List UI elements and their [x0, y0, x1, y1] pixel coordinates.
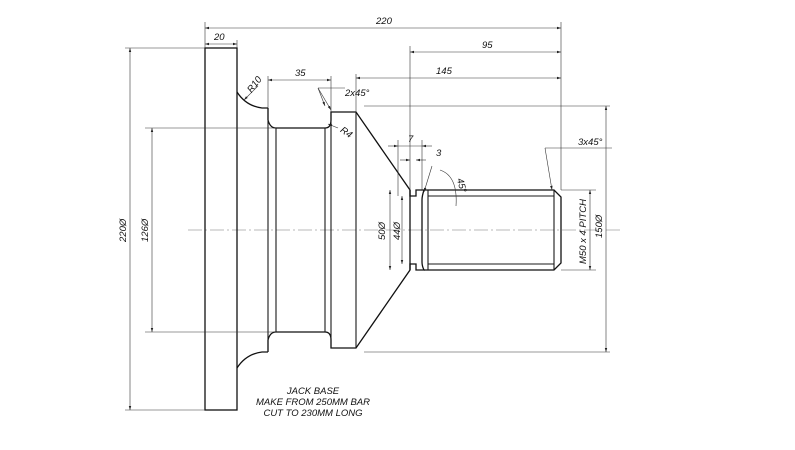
flange-fillet-bottom: [236, 351, 268, 369]
note-title: JACK BASE: [286, 386, 340, 397]
dim-groove-dia: 126Ø: [140, 218, 151, 242]
dim-end-chamfer: 3x45°: [578, 137, 603, 148]
dim-chamfer-cone: 2x45°: [344, 88, 370, 99]
leader-chamfer-cone: [317, 87, 332, 111]
leader-chamfer-cone-2: [317, 87, 326, 107]
dim-groove-width: 35: [295, 68, 306, 79]
dim-thread: M50 x 4 PITCH: [578, 199, 589, 264]
flange-outline: [204, 47, 238, 411]
spigot-outline: [409, 189, 426, 271]
flange-fillet-top: [236, 91, 268, 109]
dim-spigot-dia: 50Ø: [377, 221, 388, 240]
body-outline: [267, 108, 411, 352]
dim-spigot-length: 95: [482, 40, 493, 51]
dim-undercut-width: 7: [408, 134, 414, 145]
note-cut-length: CUT TO 230MM LONG: [263, 408, 362, 419]
dim-body-dia: 150Ø: [594, 214, 605, 238]
dim-undercut-dia: 44Ø: [392, 221, 403, 240]
note-material: MAKE FROM 250MM BAR: [256, 397, 370, 408]
thread-outline: [424, 189, 562, 271]
leader-r10: [243, 85, 259, 101]
leader-r4: [327, 123, 339, 129]
leader-end-chamfer: [544, 147, 553, 191]
dim-cone-to-end: 145: [436, 66, 453, 77]
dim-angle-arc: [439, 169, 457, 207]
dim-flange-dia: 220Ø: [118, 218, 129, 243]
dim-flange-thickness: 20: [213, 32, 225, 43]
dim-fillet-r10: R10: [245, 74, 265, 95]
dim-undercut-depth: 3: [436, 148, 442, 159]
leader-angle: [423, 165, 433, 193]
dim-overall-length: 220: [375, 16, 393, 27]
dim-fillet-r4: R4: [338, 125, 354, 141]
dim-undercut-angle: 45°: [454, 177, 468, 194]
